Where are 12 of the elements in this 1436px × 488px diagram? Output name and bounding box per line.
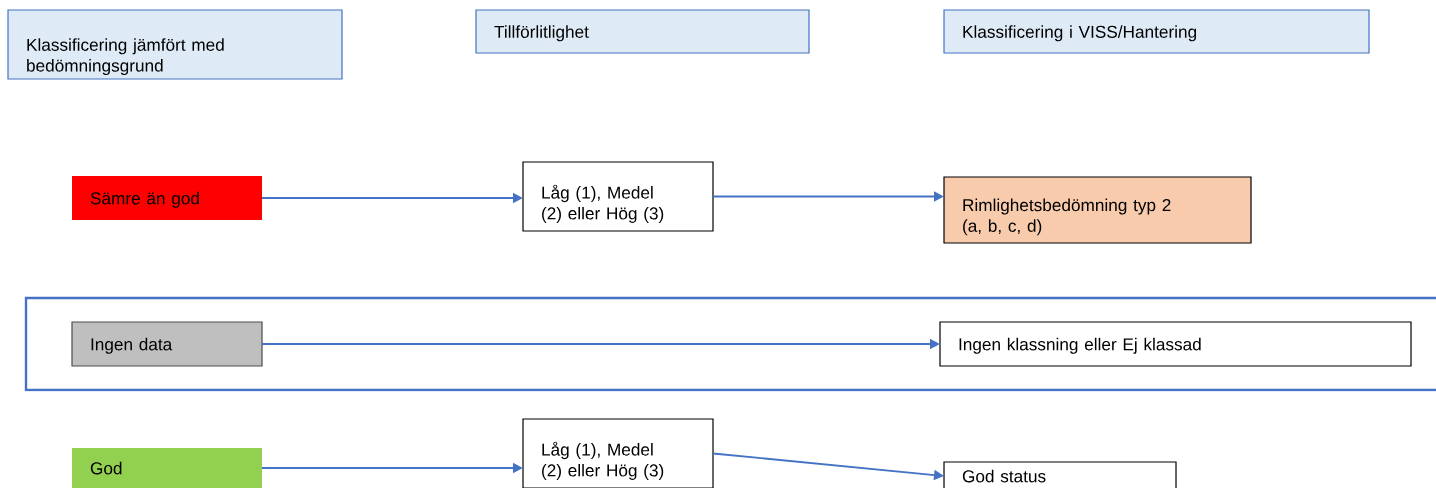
class-box: Ingen data <box>71 321 263 367</box>
result-box: Rimlighetsbedömning typ 2 (a, b, c, d) <box>943 176 1252 244</box>
process-box: Låg (1), Medel (2) eller Hög (3) <box>522 418 714 488</box>
result-box: God status <box>943 461 1177 488</box>
process-box: Låg (1), Medel (2) eller Hög (3) <box>522 161 714 232</box>
class-box: Sämre än god <box>72 176 262 220</box>
column-header: Klassificering jämfört med bedömningsgrund <box>7 9 343 80</box>
class-box: God <box>72 448 262 488</box>
column-header: Tillförlitlighet <box>475 9 810 54</box>
column-header: Klassificering i VISS/Hantering <box>943 9 1370 54</box>
result-box: Ingen klassning eller Ej klassad <box>939 321 1412 367</box>
band-frame <box>24 296 1436 392</box>
